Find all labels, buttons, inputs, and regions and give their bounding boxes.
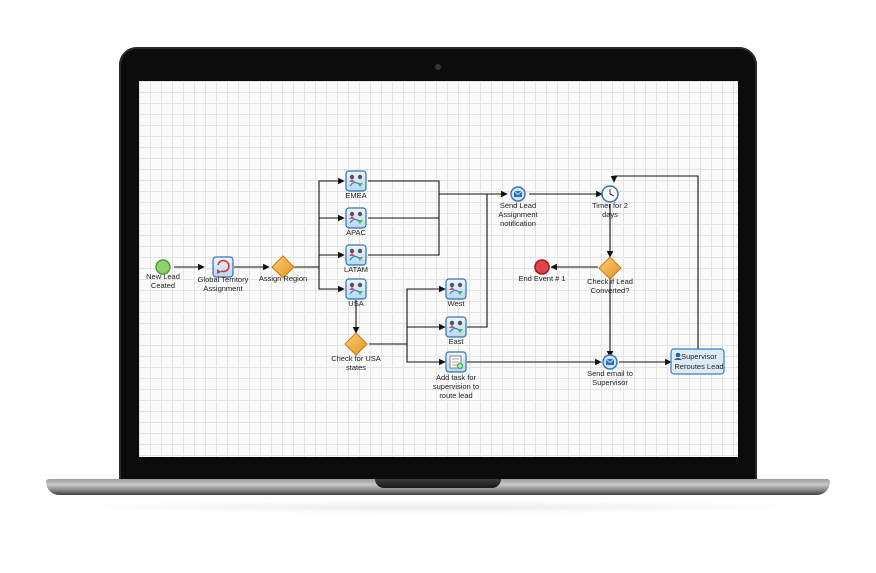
task-usa[interactable]: USA	[345, 278, 367, 308]
supervisor-task-box	[670, 348, 725, 375]
gateway-diamond-icon	[344, 332, 368, 356]
task-emea[interactable]: EMEA	[345, 170, 367, 200]
laptop-shadow	[60, 500, 816, 514]
process-diagram: New Lead Ceated Global Territory Assignm…	[146, 170, 725, 400]
add-task-label-1: Add task for	[436, 373, 477, 382]
gateway-diamond-icon	[598, 256, 622, 280]
task-east[interactable]: East	[445, 316, 467, 346]
task-add-supervision[interactable]: Add task for supervision to route lead	[433, 351, 479, 400]
end-event-icon	[534, 259, 550, 275]
task-apac[interactable]: APAC	[345, 207, 367, 237]
laptop-camera	[435, 64, 441, 70]
send-email-label-2: Supervisor	[592, 378, 628, 387]
gateway-usa-label-1: Check for USA	[331, 354, 381, 363]
end-event-label: End Event # 1	[518, 274, 565, 283]
timer-label-2: days	[602, 210, 618, 219]
converted-label-1: Check if Lead	[587, 277, 633, 286]
task-global-territory[interactable]: Global Territory Assignment	[198, 256, 249, 293]
event-send-email-supervisor[interactable]: Send email to Supervisor	[587, 354, 633, 387]
add-task-label-3: route lead	[439, 391, 472, 400]
supervisor-label-2: Reroutes Lead	[674, 362, 723, 371]
task-east-label: East	[448, 337, 464, 346]
event-send-lead-notification[interactable]: Send Lead Assignment notification	[498, 186, 539, 228]
laptop-screen: New Lead Ceated Global Territory Assignm…	[139, 81, 738, 457]
gateway-check-converted[interactable]: Check if Lead Converted?	[587, 256, 633, 295]
converted-label-2: Converted?	[591, 286, 630, 295]
apac-task-icon	[345, 207, 367, 229]
territory-task-icon	[212, 256, 234, 278]
gateway-usa-label-2: states	[346, 363, 366, 372]
laptop-hinge-notch	[375, 479, 501, 488]
west-task-icon	[445, 278, 467, 300]
send-lead-label-2: Assignment	[498, 210, 538, 219]
add-task-label-2: supervision to	[433, 382, 479, 391]
send-email-label-1: Send email to	[587, 369, 633, 378]
start-event-label-2: Ceated	[151, 281, 175, 290]
task-west[interactable]: West	[445, 278, 467, 308]
start-event-new-lead[interactable]: New Lead Ceated	[146, 259, 180, 290]
timer-label-1: Timer for 2	[592, 201, 628, 210]
task-apac-label: APAC	[346, 228, 366, 237]
gateway-diamond-icon	[271, 255, 295, 279]
task-supervisor-reroutes[interactable]: Supervisor Reroutes Lead	[670, 348, 725, 375]
gateway-assign-region[interactable]: Assign Region	[259, 255, 307, 283]
end-event[interactable]: End Event # 1	[518, 259, 566, 283]
start-event-label-1: New Lead	[146, 272, 180, 281]
gateway-check-usa[interactable]: Check for USA states	[331, 332, 381, 372]
task-global-label-1: Global Territory	[198, 275, 249, 284]
user-icon	[674, 352, 682, 360]
send-lead-label-3: notification	[500, 219, 536, 228]
add-task-icon	[445, 351, 467, 373]
usa-task-icon	[345, 278, 367, 300]
latam-task-icon	[345, 244, 367, 266]
task-emea-label: EMEA	[345, 191, 366, 200]
start-event-icon	[155, 259, 171, 275]
emea-task-icon	[345, 170, 367, 192]
event-timer[interactable]: Timer for 2 days	[592, 185, 628, 219]
task-global-label-2: Assignment	[203, 284, 243, 293]
gateway-assign-label: Assign Region	[259, 274, 307, 283]
send-lead-label-1: Send Lead	[500, 201, 536, 210]
flow-connectors	[174, 175, 699, 366]
east-task-icon	[445, 316, 467, 338]
task-latam-label: LATAM	[344, 265, 368, 274]
task-latam[interactable]: LATAM	[344, 244, 368, 274]
task-usa-label: USA	[348, 299, 363, 308]
supervisor-label-1: Supervisor	[681, 352, 717, 361]
task-west-label: West	[448, 299, 466, 308]
